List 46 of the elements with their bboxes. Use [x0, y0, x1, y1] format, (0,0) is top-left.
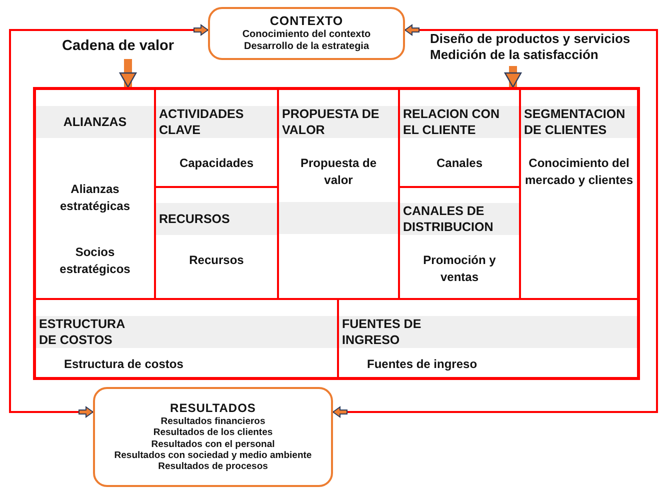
canvas-cell [399, 187, 520, 299]
cell-text: Estructura de costos [64, 356, 184, 372]
cell-heading: ACTIVIDADES CLAVE [156, 106, 277, 138]
context-box [208, 7, 405, 60]
cell-heading: RELACION CON EL CLIENTE [400, 106, 519, 138]
cell-text: Conocimiento del mercado y clientes [524, 155, 634, 188]
flow-label: Diseño de productos y servicios [430, 31, 632, 48]
cell-heading: RECURSOS [156, 203, 277, 235]
cell-text: Recursos [188, 252, 245, 268]
canvas-cell [155, 187, 278, 299]
cell-text: Propuesta de valor [299, 155, 378, 188]
box-text: Resultados con el personal [151, 438, 275, 450]
cell-text: Fuentes de ingreso [367, 356, 478, 372]
canvas-cell [155, 89, 278, 187]
results-box [93, 387, 333, 487]
box-title: CONTEXTO [270, 14, 344, 29]
flow-label: Medición de la satisfacción [430, 47, 600, 64]
cell-heading: PROPUESTA DE VALOR [279, 106, 398, 138]
canvas-cell [35, 299, 338, 378]
cell-heading: ALIANZAS [36, 106, 154, 138]
canvas-cell [35, 89, 155, 299]
cell-heading: CANALES DE DISTRIBUCION [400, 203, 519, 235]
cell-heading: SEGMENTACION DE CLIENTES [521, 106, 637, 138]
box-text: Resultados de procesos [158, 461, 268, 473]
arrow [119, 59, 137, 88]
cell-text: Socios estratégicos [58, 244, 132, 277]
shaded-band [279, 202, 398, 234]
box-text: Desarrollo de la estrategia [244, 41, 370, 53]
box-text: Resultados financieros [160, 416, 266, 428]
canvas-frame [33, 87, 640, 380]
flow-label: Cadena de valor [62, 37, 192, 56]
cell-heading: ESTRUCTURA DE COSTOS [36, 316, 337, 348]
canvas-cell [520, 89, 638, 299]
box-text: Conocimiento del contexto [242, 29, 371, 41]
box-text: Resultados con sociedad y medio ambiente [114, 450, 312, 462]
canvas-cell [338, 299, 638, 378]
arrow [504, 66, 522, 88]
canvas-cell [399, 89, 520, 187]
box-title: RESULTADOS [170, 401, 256, 416]
cell-text: Capacidades [178, 155, 255, 172]
canvas-cell [278, 89, 399, 299]
cell-text: Canales [435, 155, 484, 172]
cell-text: Promoción y ventas [422, 252, 497, 285]
cell-text: Alianzas estratégicas [58, 181, 132, 214]
box-text: Resultados de los clientes [153, 427, 273, 438]
cell-heading: FUENTES DE INGRESO [339, 316, 637, 348]
